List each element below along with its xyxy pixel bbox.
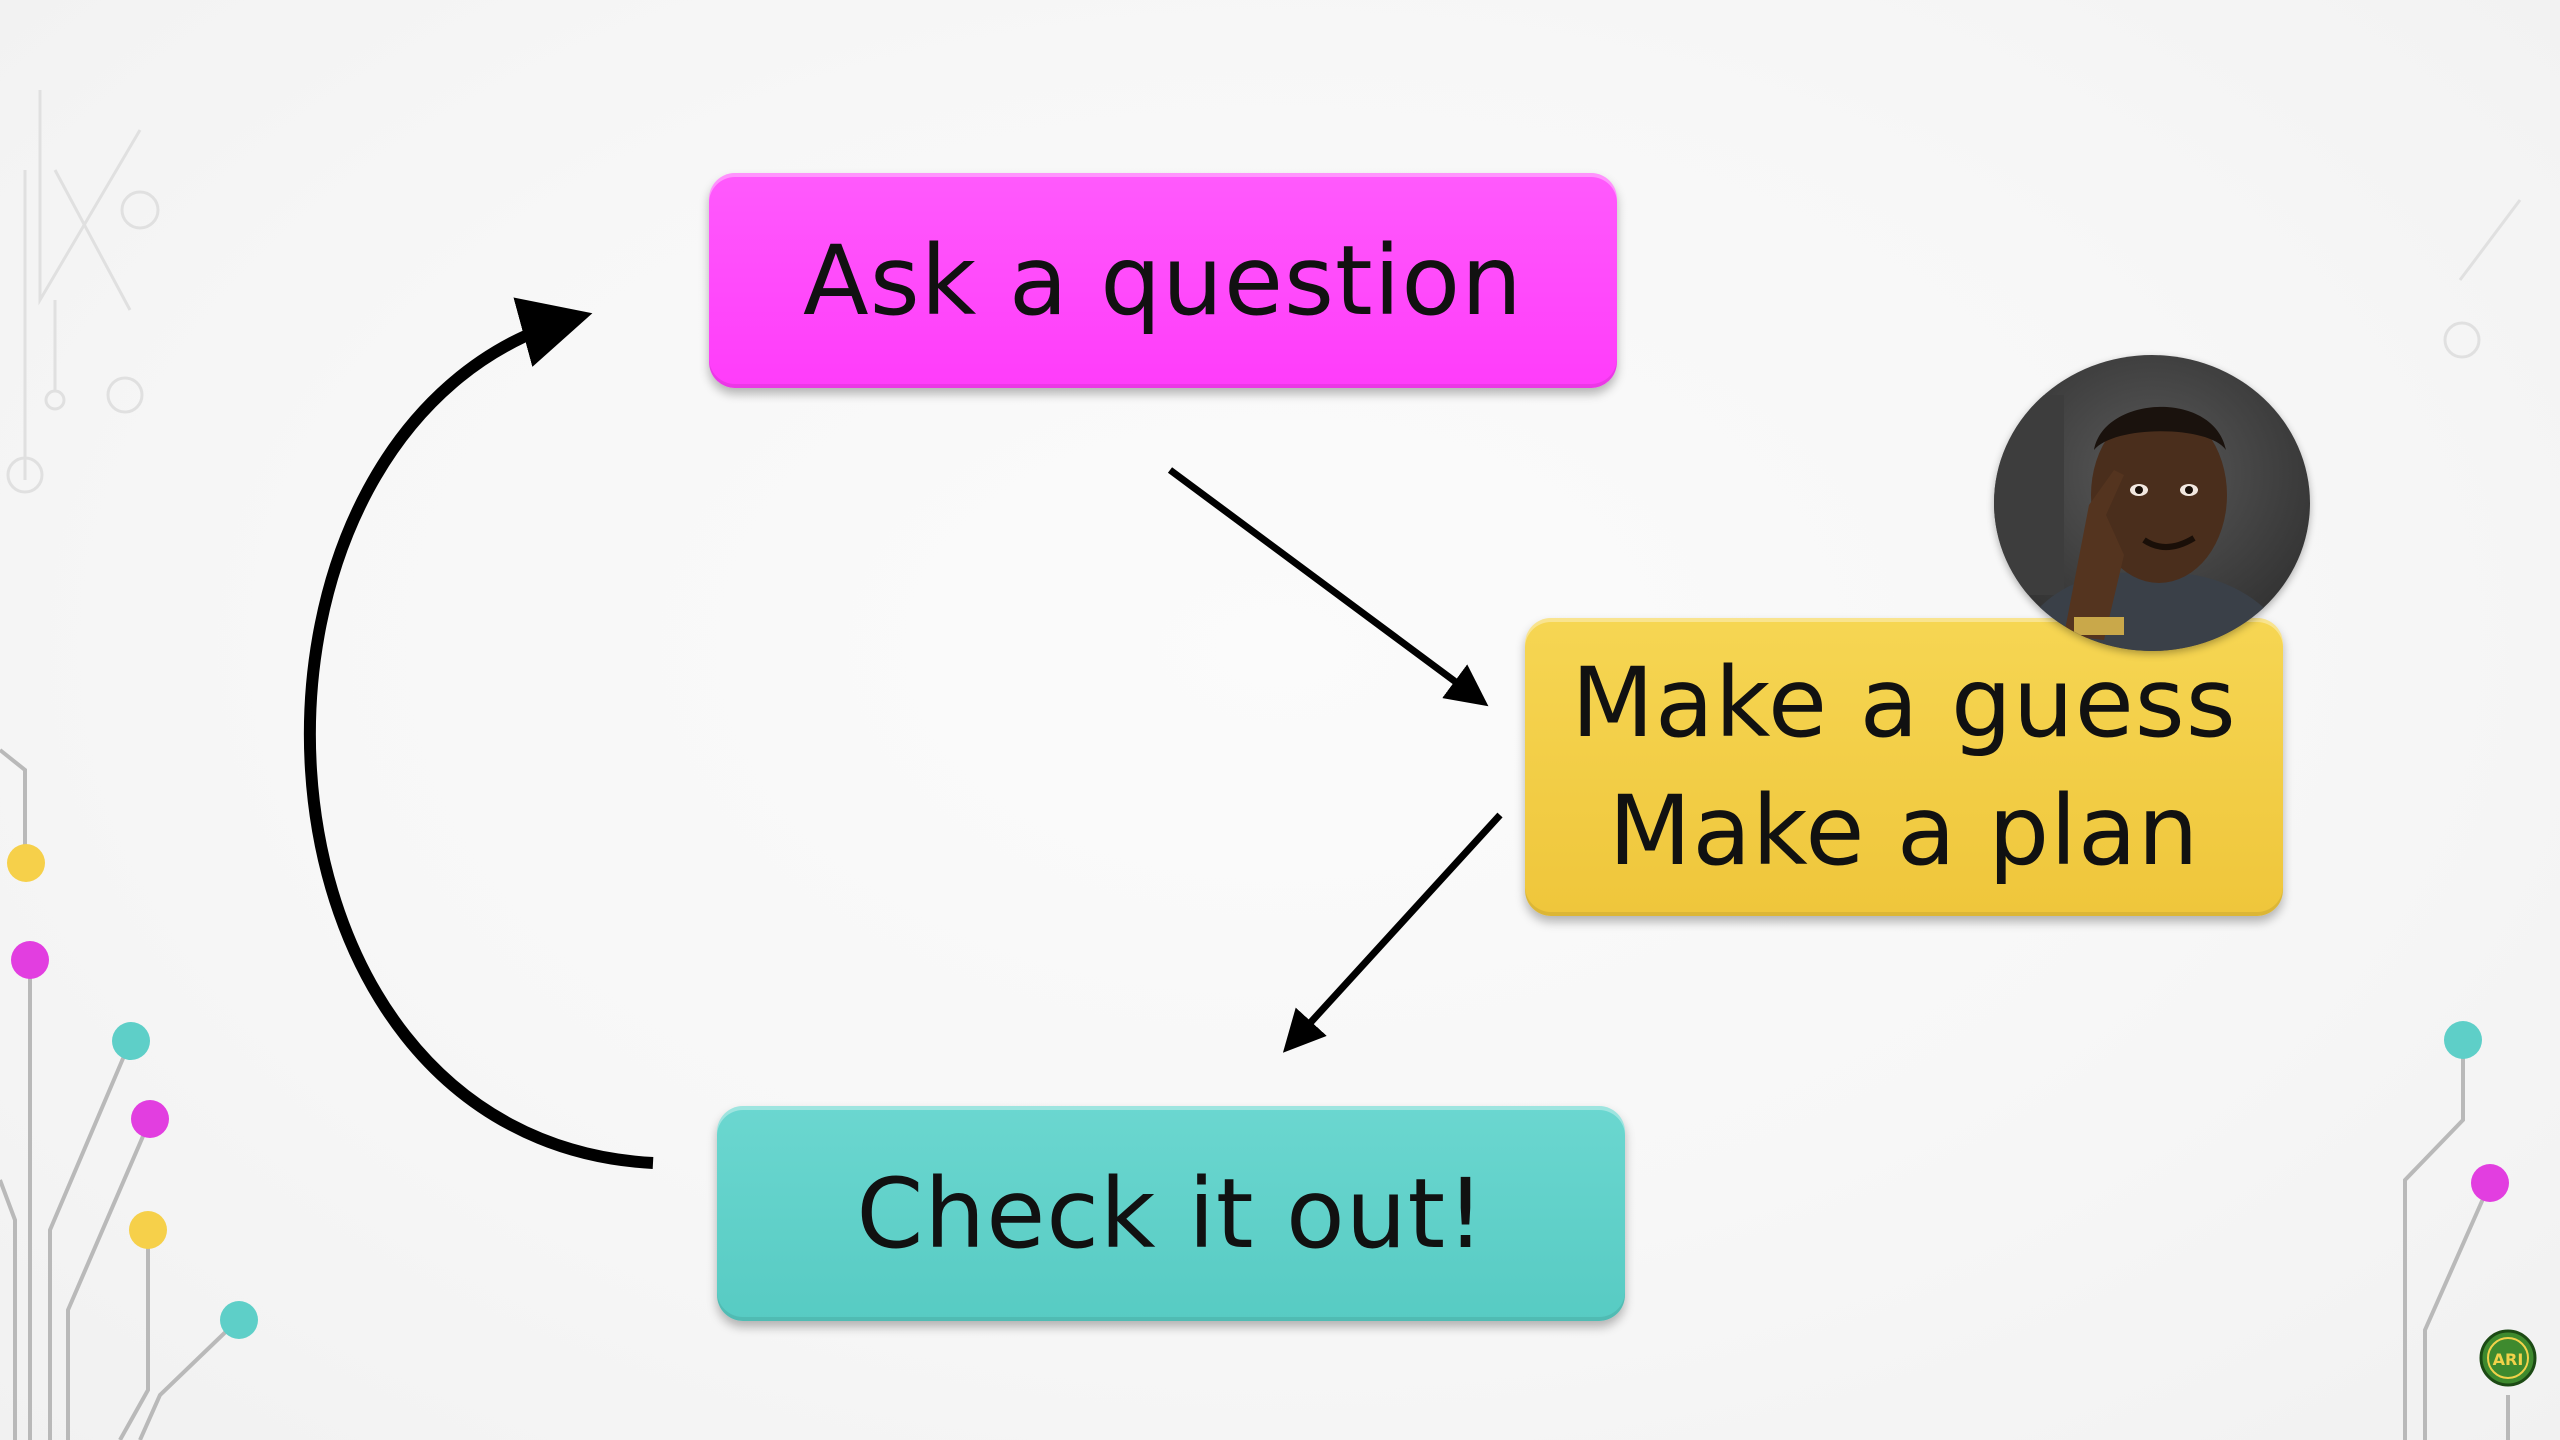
node-ask-a-question: Ask a question <box>709 173 1617 388</box>
edge-guess-to-check <box>1282 812 1503 1053</box>
logo-text: ARI <box>2493 1350 2524 1369</box>
node-ask-label: Ask a question <box>803 224 1523 337</box>
thinking-person-photo <box>1994 355 2310 651</box>
node-check-label: Check it out! <box>856 1157 1486 1270</box>
node-guess-line-2: Make a plan <box>1608 775 2200 887</box>
node-guess-line-1: Make a guess <box>1571 647 2237 759</box>
circular-logo: ARI <box>2479 1329 2537 1387</box>
node-check-it-out: Check it out! <box>717 1106 1625 1321</box>
edge-ask-to-guess <box>1167 467 1489 707</box>
node-make-a-guess: Make a guess Make a plan <box>1525 618 2283 916</box>
edge-check-to-ask <box>303 297 654 1169</box>
